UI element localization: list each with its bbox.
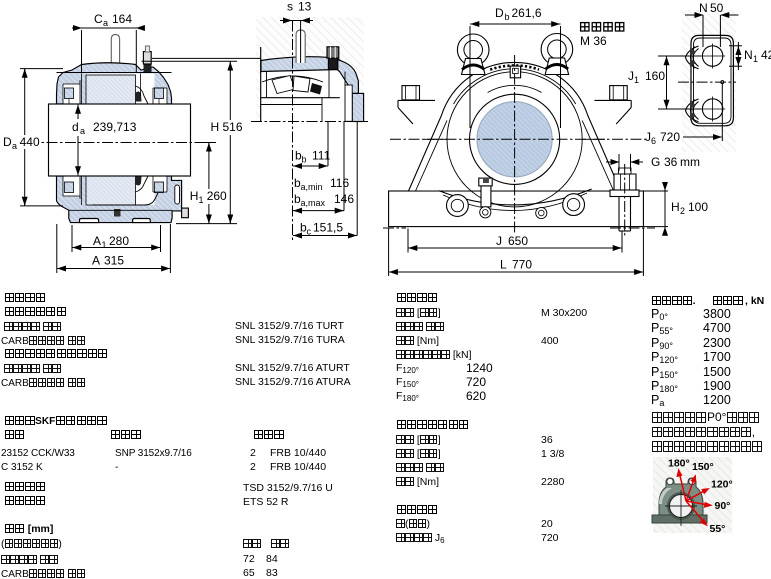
- svg-text:146: 146: [334, 192, 354, 206]
- svg-text:440: 440: [20, 135, 40, 149]
- svg-text:120°: 120°: [711, 479, 733, 491]
- svg-text:42: 42: [761, 48, 771, 62]
- svg-text:b: b: [295, 149, 302, 163]
- svg-text:b: b: [505, 12, 510, 22]
- svg-text:13: 13: [298, 0, 312, 14]
- svg-text:280: 280: [109, 234, 129, 248]
- svg-text:H: H: [671, 200, 680, 214]
- svg-text:6: 6: [651, 136, 656, 146]
- svg-text:H: H: [211, 120, 220, 134]
- svg-text:720: 720: [660, 130, 680, 144]
- svg-text:1: 1: [753, 54, 758, 64]
- svg-text:1: 1: [102, 240, 107, 250]
- svg-text:A: A: [93, 234, 101, 248]
- svg-text:mm: mm: [680, 155, 700, 169]
- svg-text:111: 111: [312, 149, 331, 163]
- svg-text:116: 116: [330, 176, 349, 190]
- svg-text:315: 315: [104, 254, 124, 268]
- svg-text:650: 650: [508, 234, 528, 248]
- svg-text:261,6: 261,6: [512, 6, 542, 20]
- svg-text:180°: 180°: [668, 458, 690, 470]
- svg-text:J: J: [496, 234, 502, 248]
- svg-text:a: a: [80, 126, 85, 136]
- svg-text:J: J: [628, 69, 634, 83]
- svg-text:a: a: [103, 18, 108, 28]
- svg-text:d: d: [72, 120, 79, 134]
- svg-text:100: 100: [688, 200, 708, 214]
- svg-text:c: c: [307, 227, 312, 237]
- svg-text:516: 516: [223, 120, 243, 134]
- svg-text:D: D: [3, 135, 12, 149]
- svg-text:a,min: a,min: [301, 182, 323, 192]
- svg-text:a,max: a,max: [301, 198, 326, 208]
- svg-text:N: N: [744, 48, 753, 62]
- svg-text:N: N: [699, 1, 708, 15]
- svg-text:770: 770: [512, 258, 532, 272]
- svg-text:A: A: [92, 254, 100, 268]
- svg-text:50: 50: [710, 1, 724, 15]
- svg-text:a: a: [12, 141, 17, 151]
- svg-text:90°: 90°: [715, 500, 731, 512]
- svg-text:b: b: [294, 192, 301, 206]
- svg-text:H: H: [190, 189, 199, 203]
- svg-text:1: 1: [634, 75, 639, 85]
- svg-text:150°: 150°: [692, 461, 714, 473]
- svg-text:M 36: M 36: [580, 34, 607, 48]
- svg-text:b: b: [300, 221, 307, 235]
- svg-text:260: 260: [207, 189, 227, 203]
- svg-text:G: G: [651, 155, 660, 169]
- svg-text:b: b: [302, 155, 307, 165]
- svg-text:1: 1: [199, 195, 204, 205]
- svg-text:J: J: [645, 130, 651, 144]
- svg-text:b: b: [294, 176, 301, 190]
- svg-text:160: 160: [645, 69, 665, 83]
- svg-text:D: D: [495, 6, 504, 20]
- svg-text:2: 2: [680, 206, 685, 216]
- svg-text:151,5: 151,5: [313, 221, 343, 235]
- svg-text:36: 36: [664, 155, 678, 169]
- svg-text:55°: 55°: [710, 523, 726, 535]
- svg-text:C: C: [94, 12, 103, 26]
- svg-text:s: s: [287, 0, 293, 14]
- svg-text:164: 164: [112, 12, 132, 26]
- svg-text:L: L: [500, 258, 507, 272]
- svg-text:239,713: 239,713: [93, 120, 137, 134]
